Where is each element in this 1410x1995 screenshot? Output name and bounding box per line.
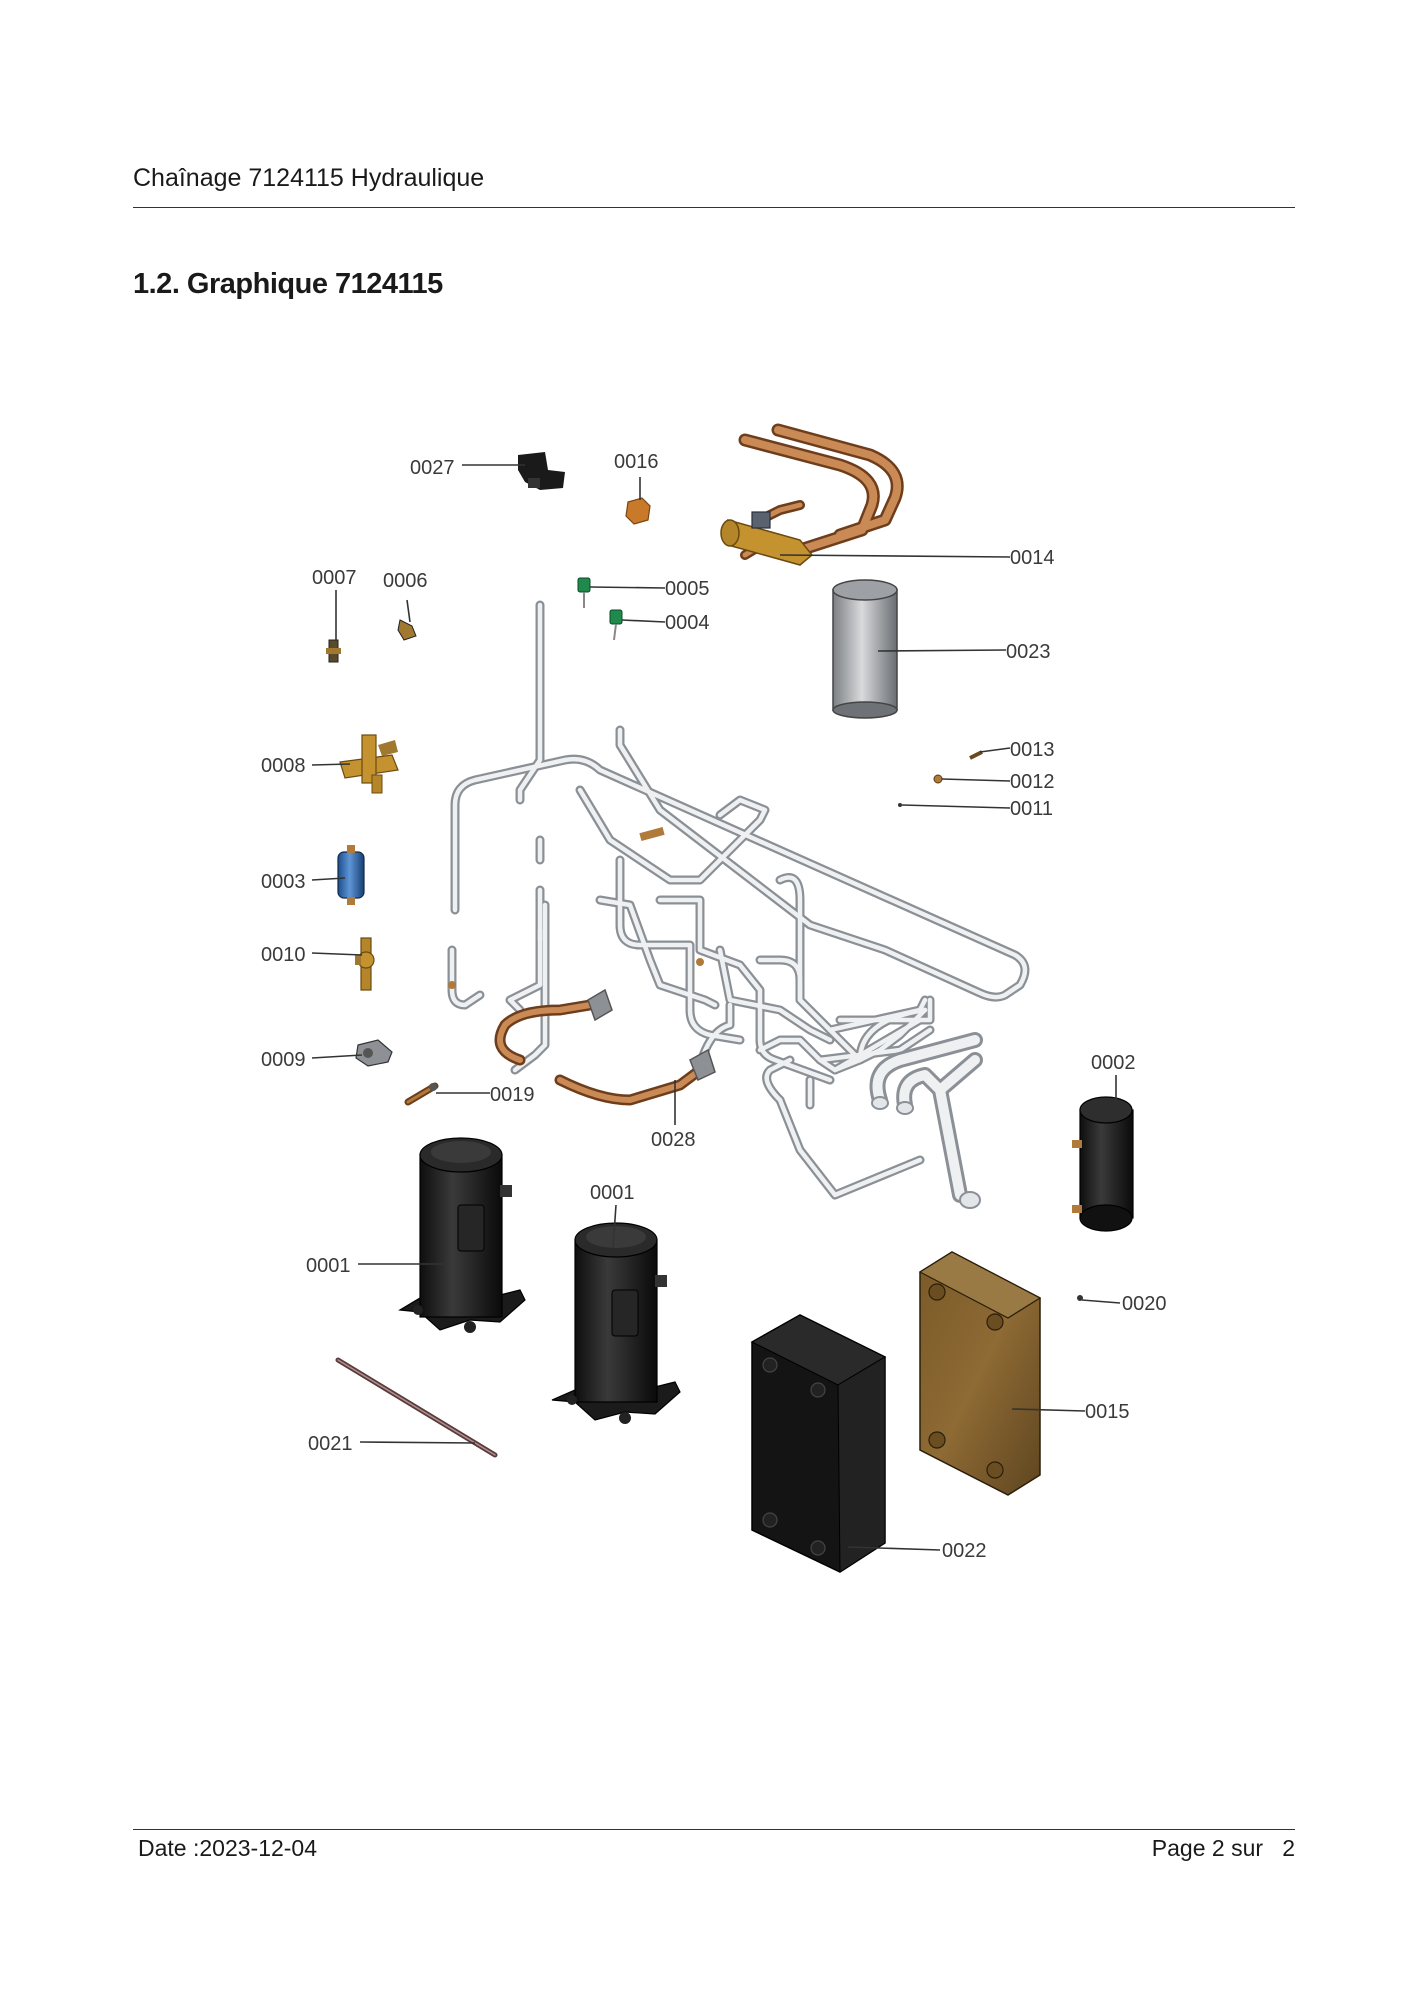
part-0023-receiver [832,579,898,719]
part-0005-sensor [577,577,591,608]
callout-0011: 0011 [1010,798,1053,820]
callout-0023: 0023 [1006,641,1051,663]
part-0006-fitting [397,619,417,641]
part-0002-tank [1072,1096,1134,1232]
callout-0019: 0019 [490,1084,535,1106]
callout-0022: 0022 [942,1540,987,1562]
callout-0016: 0016 [614,451,659,473]
footer-date: Date :2023-12-04 [138,1835,318,1861]
callout-0003: 0003 [261,871,306,893]
part-0003-filter-drier [337,845,365,905]
part-0028-copper-pipes [494,988,716,1106]
pipe-network [447,600,1030,1209]
callout-0001-right: 0001 [590,1182,635,1204]
callout-0004: 0004 [665,612,710,634]
part-0001-compressor-left [398,1137,526,1333]
part-0027-fitting [518,452,565,490]
callout-labels: 0027 0016 0014 0007 0006 0005 0004 0023 … [261,451,1167,1562]
callout-0001-left: 0001 [306,1255,351,1277]
callout-0028: 0028 [651,1129,696,1151]
part-0001-compressor-right [551,1222,681,1424]
part-0016-block [625,497,651,525]
callout-0006: 0006 [383,570,428,592]
callout-0014: 0014 [1010,547,1055,569]
part-0022-plate-heat-exchanger [750,1314,887,1573]
page-header-title: Chaînage 7124115 Hydraulique [133,164,485,192]
callout-0027: 0027 [410,457,455,479]
callout-0007: 0007 [312,567,357,589]
callout-0005: 0005 [665,578,710,600]
callout-0008: 0008 [261,755,306,777]
callout-0021: 0021 [308,1433,353,1455]
part-0015-plate-heat-exchanger [918,1251,1042,1496]
part-0021-rod [335,1357,498,1458]
header-divider [133,207,1295,208]
part-0007-fitting [326,639,341,663]
part-0012-nut [933,774,943,784]
callout-0013: 0013 [1010,739,1055,761]
part-0011-pin [898,803,902,807]
callout-0012: 0012 [1010,771,1055,793]
section-title: 1.2. Graphique 7124115 [133,268,443,300]
callout-0002: 0002 [1091,1052,1136,1074]
callout-0015: 0015 [1085,1401,1130,1423]
footer-page-number: Page 2 sur 2 [1151,1835,1295,1861]
callout-0020: 0020 [1122,1293,1167,1315]
footer-divider [133,1829,1295,1830]
part-0020-fitting [1077,1295,1083,1301]
part-0009-valve [355,1039,393,1067]
callout-0009: 0009 [261,1049,306,1071]
part-0019-fitting [404,1082,439,1106]
part-0014-valve [720,423,904,566]
part-0013-fitting [969,750,983,760]
part-0004-sensor [609,609,623,641]
callout-0010: 0010 [261,944,306,966]
leader-lines [311,464,1121,1551]
part-0010-sight-glass [355,937,375,991]
part-0008-valve [339,734,399,794]
